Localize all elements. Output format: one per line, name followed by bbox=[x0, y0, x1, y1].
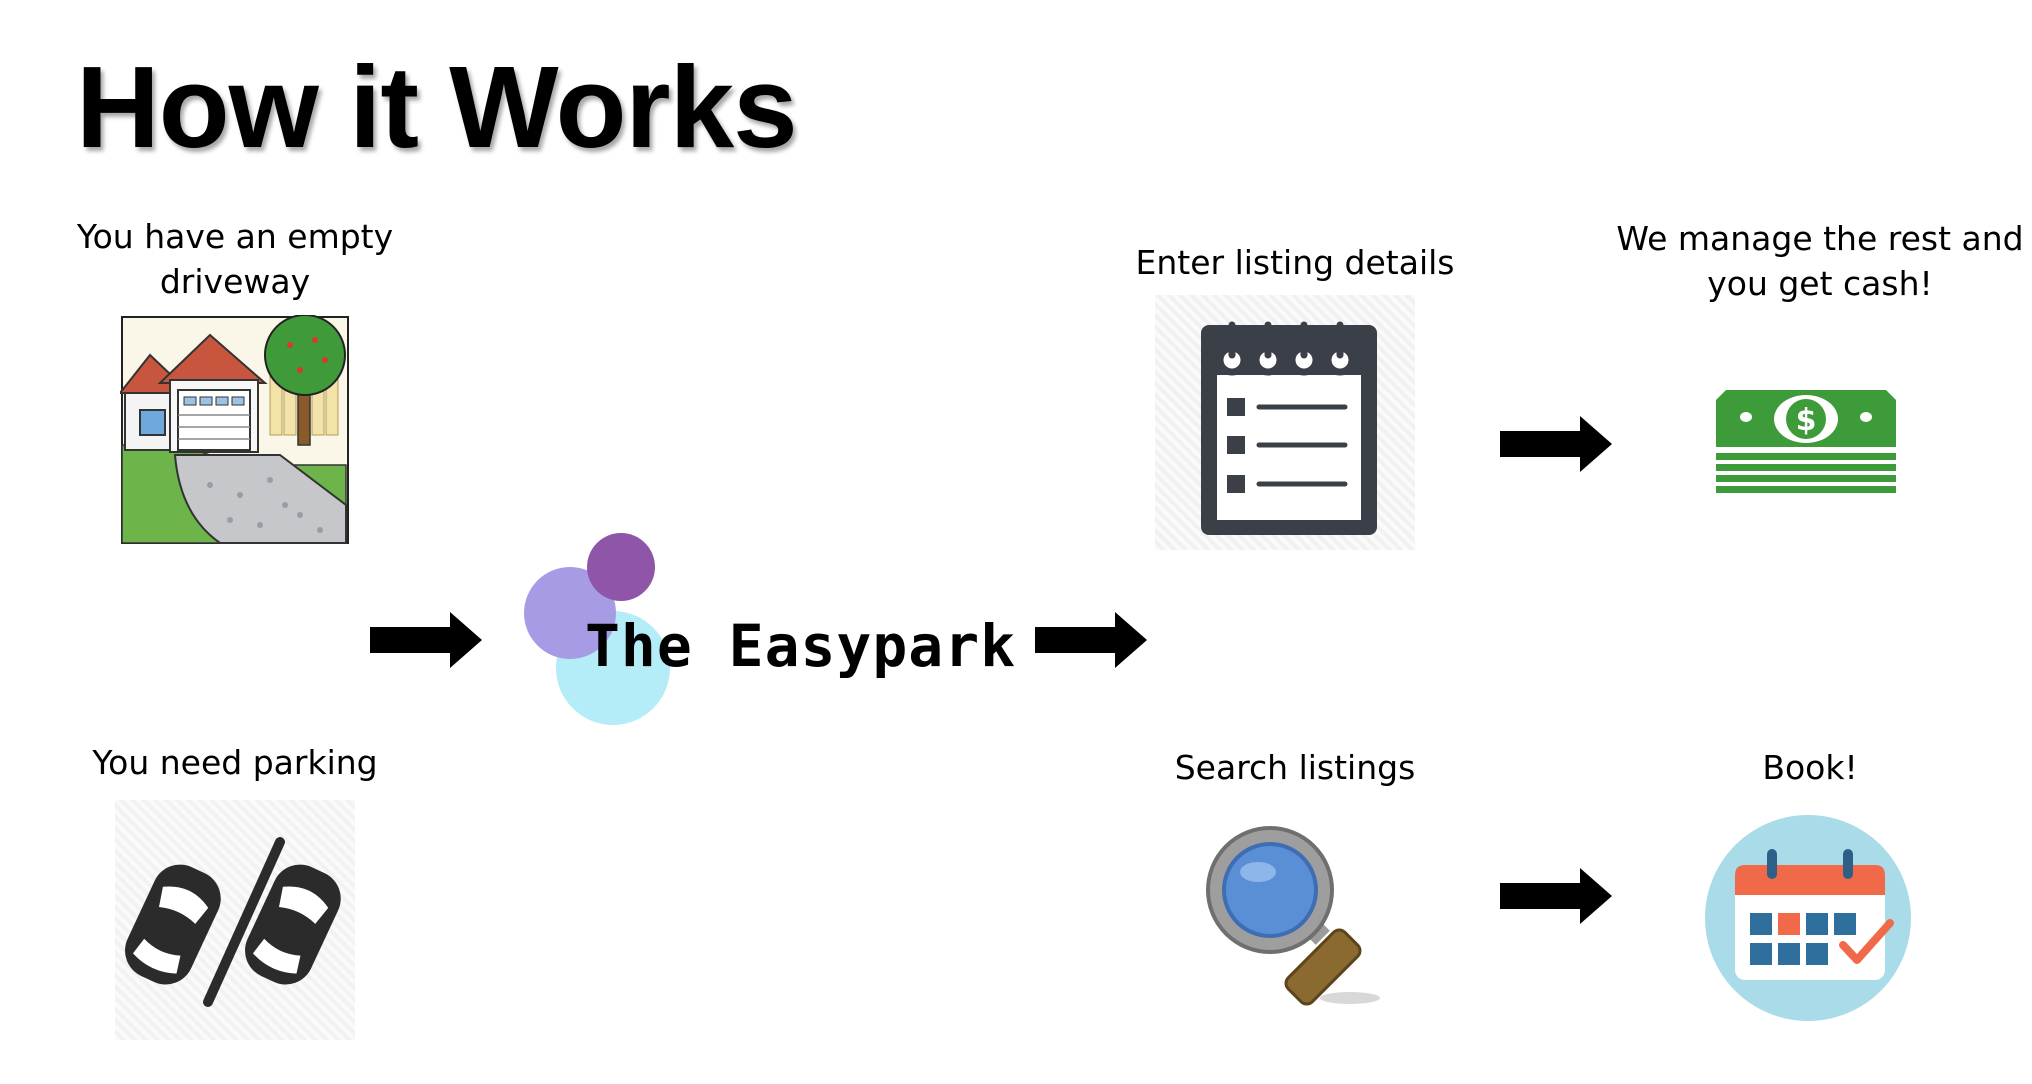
step-enter-listing-label: Enter listing details bbox=[1135, 243, 1455, 282]
notepad-icon bbox=[1155, 295, 1415, 550]
step-need-parking-label: You need parking bbox=[92, 743, 378, 782]
right-arrow-icon bbox=[1035, 610, 1150, 670]
brand-logo-circles bbox=[520, 530, 680, 730]
parking-cars-icon bbox=[115, 800, 355, 1040]
right-arrow-icon bbox=[1500, 414, 1615, 474]
cash-stack-icon: $ bbox=[1710, 385, 1910, 500]
page-title: How it Works bbox=[76, 42, 798, 172]
right-arrow-icon bbox=[370, 610, 485, 670]
step-empty-driveway-label: You have an empty driveway bbox=[76, 217, 394, 301]
right-arrow-icon bbox=[1500, 866, 1615, 926]
calendar-check-icon bbox=[1705, 815, 1915, 1025]
step-manage-rest-label: We manage the rest and you get cash! bbox=[1616, 219, 2024, 303]
magnifying-glass-icon bbox=[1200, 820, 1400, 1010]
brand-name: The Easypark bbox=[585, 612, 1017, 680]
svg-text:$: $ bbox=[1796, 403, 1817, 438]
step-search-listings-label: Search listings bbox=[1174, 748, 1416, 787]
house-with-driveway-icon bbox=[120, 315, 350, 545]
step-book-label: Book! bbox=[1762, 748, 1858, 787]
